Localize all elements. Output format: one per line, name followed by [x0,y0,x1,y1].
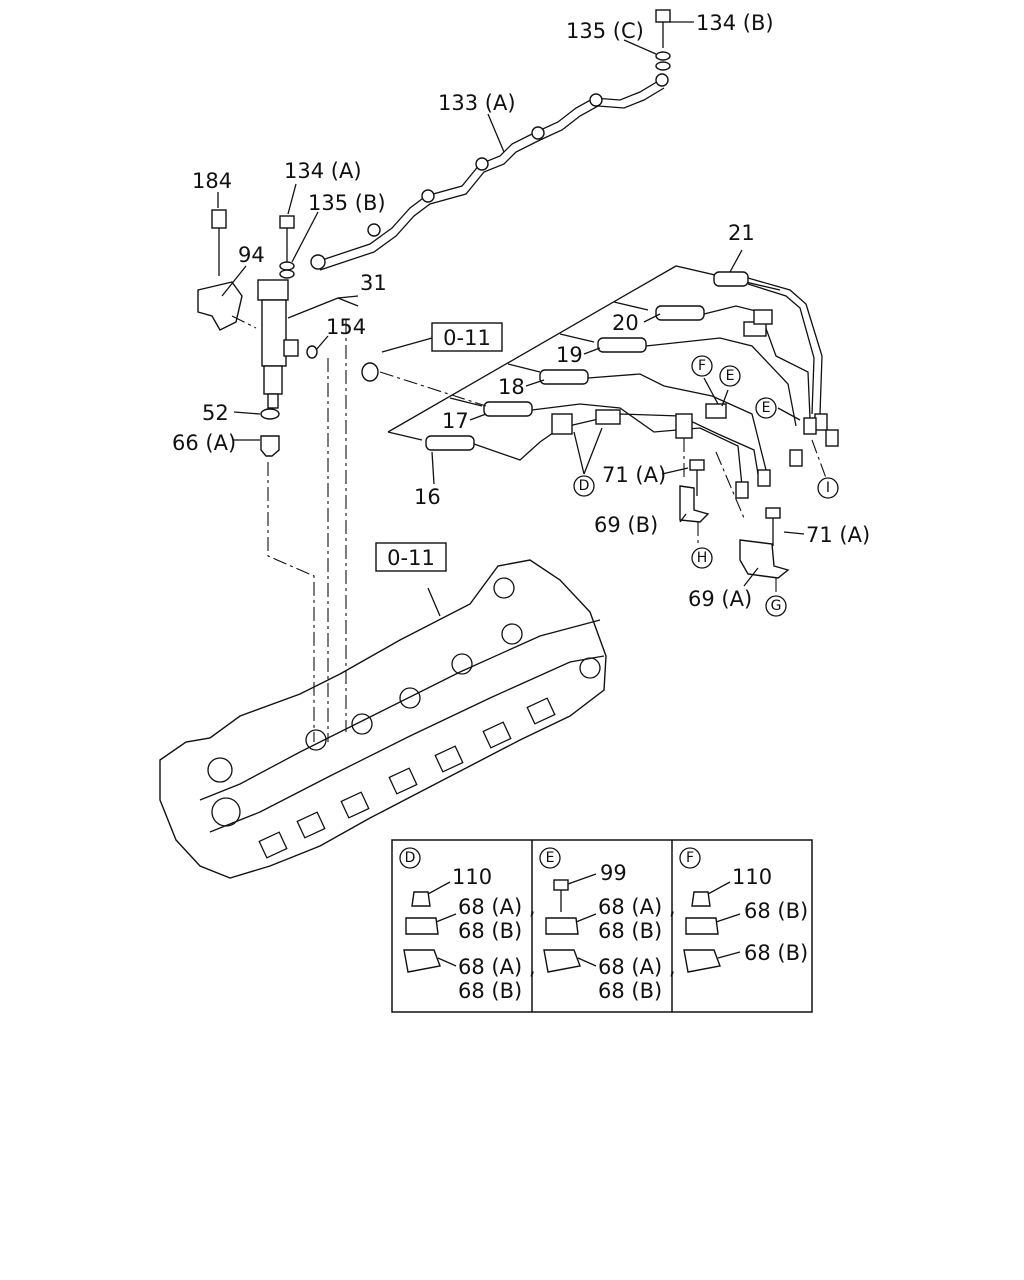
svg-text:E: E [726,368,735,384]
label-71a-2: 71 (A) [806,523,870,547]
injector-assembly [197,209,318,457]
label-21: 21 [728,221,755,245]
label-52: 52 [202,401,229,425]
label-134a: 134 (A) [284,159,362,183]
marker-e-2: E [755,397,777,419]
label-69a: 69 (A) [688,587,752,611]
ref-box-2: 0-11 [375,542,447,572]
svg-text:G: G [771,598,782,614]
detail-e: E 99 68 (A) , 68 (B) 68 (A) , 68 (B) [539,847,676,1003]
marker-e-1: E [719,365,741,387]
label-19: 19 [556,343,583,367]
label-17: 17 [442,409,469,433]
label-66a: 66 (A) [172,431,236,455]
label-134b: 134 (B) [696,11,774,35]
label-71a-1: 71 (A) [602,463,666,487]
marker-d: D [573,475,595,497]
bracket-69b [679,459,710,523]
detail-d: D 110 68 (A) , 68 (B) 68 (A) , 68 (B) [399,847,536,1003]
label-69b: 69 (B) [594,513,658,537]
svg-text:68 (A) ,: 68 (A) , [458,895,536,919]
svg-text:I: I [826,480,830,496]
return-pipe-133a [310,73,669,271]
label-20: 20 [612,311,639,335]
label-94: 94 [238,243,265,267]
label-16: 16 [414,485,441,509]
svg-text:99: 99 [600,861,627,885]
marker-f: F [691,355,713,377]
cylinder-head [159,559,607,879]
svg-text:0-11: 0-11 [387,546,435,570]
marker-g: G [765,595,787,617]
label-133a: 133 (A) [438,91,516,115]
label-18: 18 [498,375,525,399]
marker-i: I [817,477,839,499]
bolt-134b [655,9,671,71]
svg-text:110: 110 [732,865,772,889]
svg-text:68 (A) ,: 68 (A) , [458,955,536,979]
bracket-69a [739,507,790,579]
svg-text:D: D [579,478,590,494]
label-184: 184 [192,169,232,193]
svg-text:68 (A) ,: 68 (A) , [598,955,676,979]
ref-box-1: 0-11 [431,322,503,352]
label-31: 31 [360,271,387,295]
injection-pipes [387,265,839,499]
label-135b: 135 (B) [308,191,386,215]
marker-h: H [691,547,713,569]
svg-text:E: E [546,850,555,866]
svg-text:68 (B): 68 (B) [458,979,522,1003]
svg-text:110: 110 [452,865,492,889]
svg-text:H: H [697,550,708,566]
svg-text:68 (B): 68 (B) [458,919,522,943]
svg-text:E: E [762,400,771,416]
svg-text:68 (B): 68 (B) [598,979,662,1003]
svg-text:0-11: 0-11 [443,326,491,350]
svg-text:68 (B): 68 (B) [598,919,662,943]
svg-text:D: D [405,850,416,866]
svg-text:F: F [686,850,694,866]
label-135c: 135 (C) [566,19,644,43]
svg-text:68 (A) ,: 68 (A) , [598,895,676,919]
svg-text:68 (B): 68 (B) [744,899,808,923]
label-154: 154 [326,315,366,339]
svg-text:F: F [698,358,706,374]
detail-f: F 110 68 (B) 68 (B) [679,847,808,973]
detail-table [391,839,813,1013]
svg-text:68 (B): 68 (B) [744,941,808,965]
